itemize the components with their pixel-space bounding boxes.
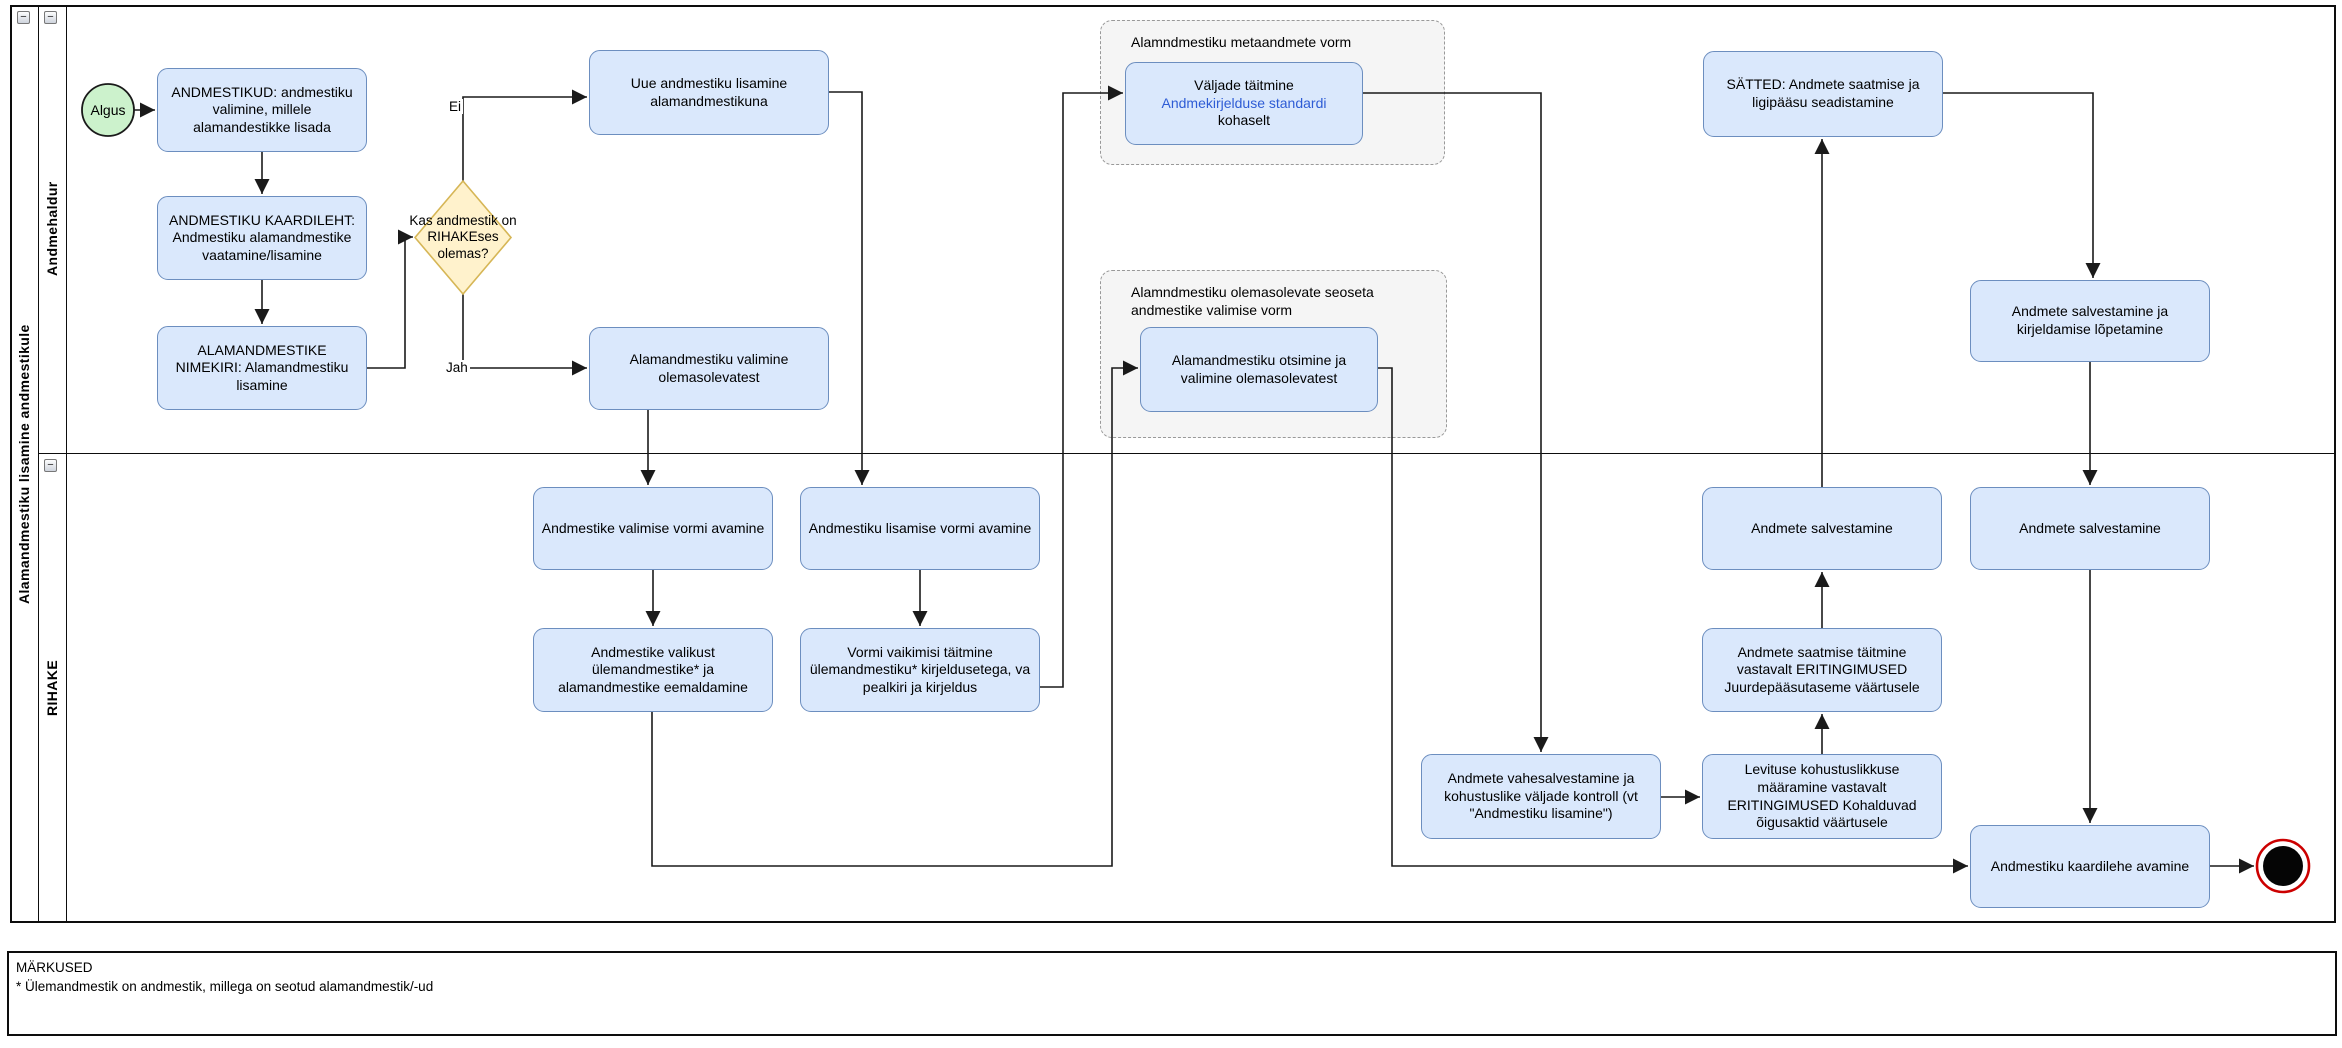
notes-title: MÄRKUSED bbox=[16, 960, 93, 975]
end-event-core bbox=[2263, 846, 2303, 886]
task-valimise-vormi-avamine-label: Andmestike valimise vormi avamine bbox=[541, 519, 765, 536]
task-salvestamine-lopetamine[interactable]: Andmete salvestamine ja kirjeldamise lõp… bbox=[1970, 280, 2210, 362]
notes-body: * Ülemandmestik on andmestik, millega on… bbox=[16, 979, 434, 994]
task-eemaldamine-label: Andmestike valikust ülemandmestike* ja a… bbox=[558, 643, 748, 695]
flow-otsimine-to-kaardilehe bbox=[1378, 367, 1968, 874]
task-salvestamine-1[interactable]: Andmete salvestamine bbox=[1702, 487, 1942, 570]
task-uue-lisamine[interactable]: Uue andmestiku lisamine alamandmestikuna bbox=[589, 50, 829, 135]
task-otsimine[interactable]: Alamandmestiku otsimine ja valimine olem… bbox=[1140, 327, 1378, 412]
lane-divider bbox=[38, 453, 2336, 454]
start-event-label: Algus bbox=[90, 101, 126, 118]
flow-nimekiri-to-gateway bbox=[367, 229, 413, 369]
task-vaikimisi-taitmine[interactable]: Vormi vaikimisi täitmine ülemandmestiku*… bbox=[800, 628, 1040, 712]
flow-vaikimisi-to-valjade bbox=[1040, 85, 1123, 688]
sequence-flows bbox=[134, 85, 2254, 874]
task-andmestikud[interactable]: ANDMESTIKUD: andmestiku valimine, millel… bbox=[157, 68, 367, 152]
task-uue-lisamine-label: Uue andmestiku lisamine alamandmestikuna bbox=[630, 74, 788, 109]
task-kaardilehe-avamine[interactable]: Andmestiku kaardilehe avamine bbox=[1970, 825, 2210, 908]
flow-gateway-jah bbox=[462, 294, 587, 376]
task-salvestamine-2-label: Andmete salvestamine bbox=[2019, 519, 2161, 536]
task-levituse-label: Levituse kohustuslikkuse määramine vasta… bbox=[1727, 761, 1917, 831]
pool-title-divider bbox=[38, 5, 39, 923]
gateway-label: Kas andmestik on RIHAKEses olemas? bbox=[409, 213, 517, 261]
task-valjade-taitmine[interactable]: Väljade täitmine Andmekirjelduse standar… bbox=[1125, 62, 1363, 145]
start-event-circle[interactable] bbox=[81, 83, 135, 137]
task-valimine-olemasolevatest-label: Alamandmestiku valimine olemasolevatest bbox=[629, 350, 789, 385]
notes-box: MÄRKUSED * Ülemandmestik on andmestik, m… bbox=[7, 951, 2337, 1036]
lane-title-divider bbox=[66, 5, 67, 923]
lane-andmehaldur-collapse-button[interactable]: − bbox=[44, 11, 57, 24]
gateway-diamond[interactable] bbox=[413, 179, 513, 296]
task-lisamise-vormi-avamine-label: Andmestiku lisamise vormi avamine bbox=[808, 519, 1032, 536]
task-lisamise-vormi-avamine[interactable]: Andmestiku lisamise vormi avamine bbox=[800, 487, 1040, 570]
flow-gateway-ei bbox=[462, 89, 587, 181]
flow-eemaldamine-to-otsimine bbox=[651, 360, 1138, 867]
task-satted-label: SÄTTED: Andmete saatmise ja ligipääsu se… bbox=[1726, 76, 1920, 110]
task-saatmise-taitmine-label: Andmete saatmise täitmine vastavalt ERIT… bbox=[1724, 643, 1920, 695]
task-kaardileht[interactable]: ANDMESTIKU KAARDILEHT: Andmestiku alaman… bbox=[157, 196, 367, 280]
task-valjade-taitmine-label: Väljade täitmine Andmekirjelduse standar… bbox=[1162, 77, 1327, 130]
task-saatmise-taitmine[interactable]: Andmete saatmise täitmine vastavalt ERIT… bbox=[1702, 628, 1942, 712]
task-vahesalvestamine[interactable]: Andmete vahesalvestamine ja kohustuslike… bbox=[1421, 754, 1661, 839]
task-kaardilehe-avamine-label: Andmestiku kaardilehe avamine bbox=[1990, 857, 2190, 874]
edge-label-jah: Jah bbox=[444, 360, 470, 375]
task-salvestamine-lopetamine-label: Andmete salvestamine ja kirjeldamise lõp… bbox=[2011, 303, 2169, 337]
task-kaardileht-label: ANDMESTIKU KAARDILEHT: Andmestiku alaman… bbox=[169, 211, 355, 263]
valjade-line3: kohaselt bbox=[1217, 112, 1271, 129]
lane-rihake-collapse-button[interactable]: − bbox=[44, 459, 57, 472]
task-levituse[interactable]: Levituse kohustuslikkuse määramine vasta… bbox=[1702, 754, 1942, 839]
flow-satted-to-lopetamine bbox=[1943, 92, 2101, 278]
task-nimekiri-label: ALAMANDMESTIKE NIMEKIRI: Alamandmestiku … bbox=[175, 341, 349, 393]
pool-collapse-button[interactable]: − bbox=[17, 11, 30, 24]
task-eemaldamine[interactable]: Andmestike valikust ülemandmestike* ja a… bbox=[533, 628, 773, 712]
task-nimekiri[interactable]: ALAMANDMESTIKE NIMEKIRI: Alamandmestiku … bbox=[157, 326, 367, 410]
task-salvestamine-2[interactable]: Andmete salvestamine bbox=[1970, 487, 2210, 570]
task-vaikimisi-taitmine-label: Vormi vaikimisi täitmine ülemandmestiku*… bbox=[809, 643, 1031, 695]
edge-label-ei: Ei bbox=[447, 99, 464, 114]
flow-uue-to-lisamise-vorm bbox=[829, 91, 870, 485]
valjade-line1: Väljade täitmine bbox=[1194, 77, 1294, 94]
task-satted[interactable]: SÄTTED: Andmete saatmise ja ligipääsu se… bbox=[1703, 51, 1943, 137]
task-otsimine-label: Alamandmestiku otsimine ja valimine olem… bbox=[1171, 351, 1347, 386]
process-pool bbox=[10, 5, 2336, 923]
task-andmestikud-label: ANDMESTIKUD: andmestiku valimine, millel… bbox=[171, 83, 353, 135]
flow-valjade-to-vahesalvestamine bbox=[1363, 92, 1549, 752]
group-metaandmete-title: Alamndmestiku metaandmete vorm bbox=[1131, 34, 1352, 50]
task-vahesalvestamine-label: Andmete vahesalvestamine ja kohustuslike… bbox=[1444, 770, 1638, 822]
task-salvestamine-1-label: Andmete salvestamine bbox=[1751, 519, 1893, 536]
task-valimine-olemasolevatest[interactable]: Alamandmestiku valimine olemasolevatest bbox=[589, 327, 829, 410]
group-seoseta-title: Alamndmestiku olemasolevate seoseta andm… bbox=[1131, 284, 1374, 319]
task-valimise-vormi-avamine[interactable]: Andmestike valimise vormi avamine bbox=[533, 487, 773, 570]
andmekirjelduse-standardi-link[interactable]: Andmekirjelduse standardi bbox=[1161, 94, 1327, 111]
